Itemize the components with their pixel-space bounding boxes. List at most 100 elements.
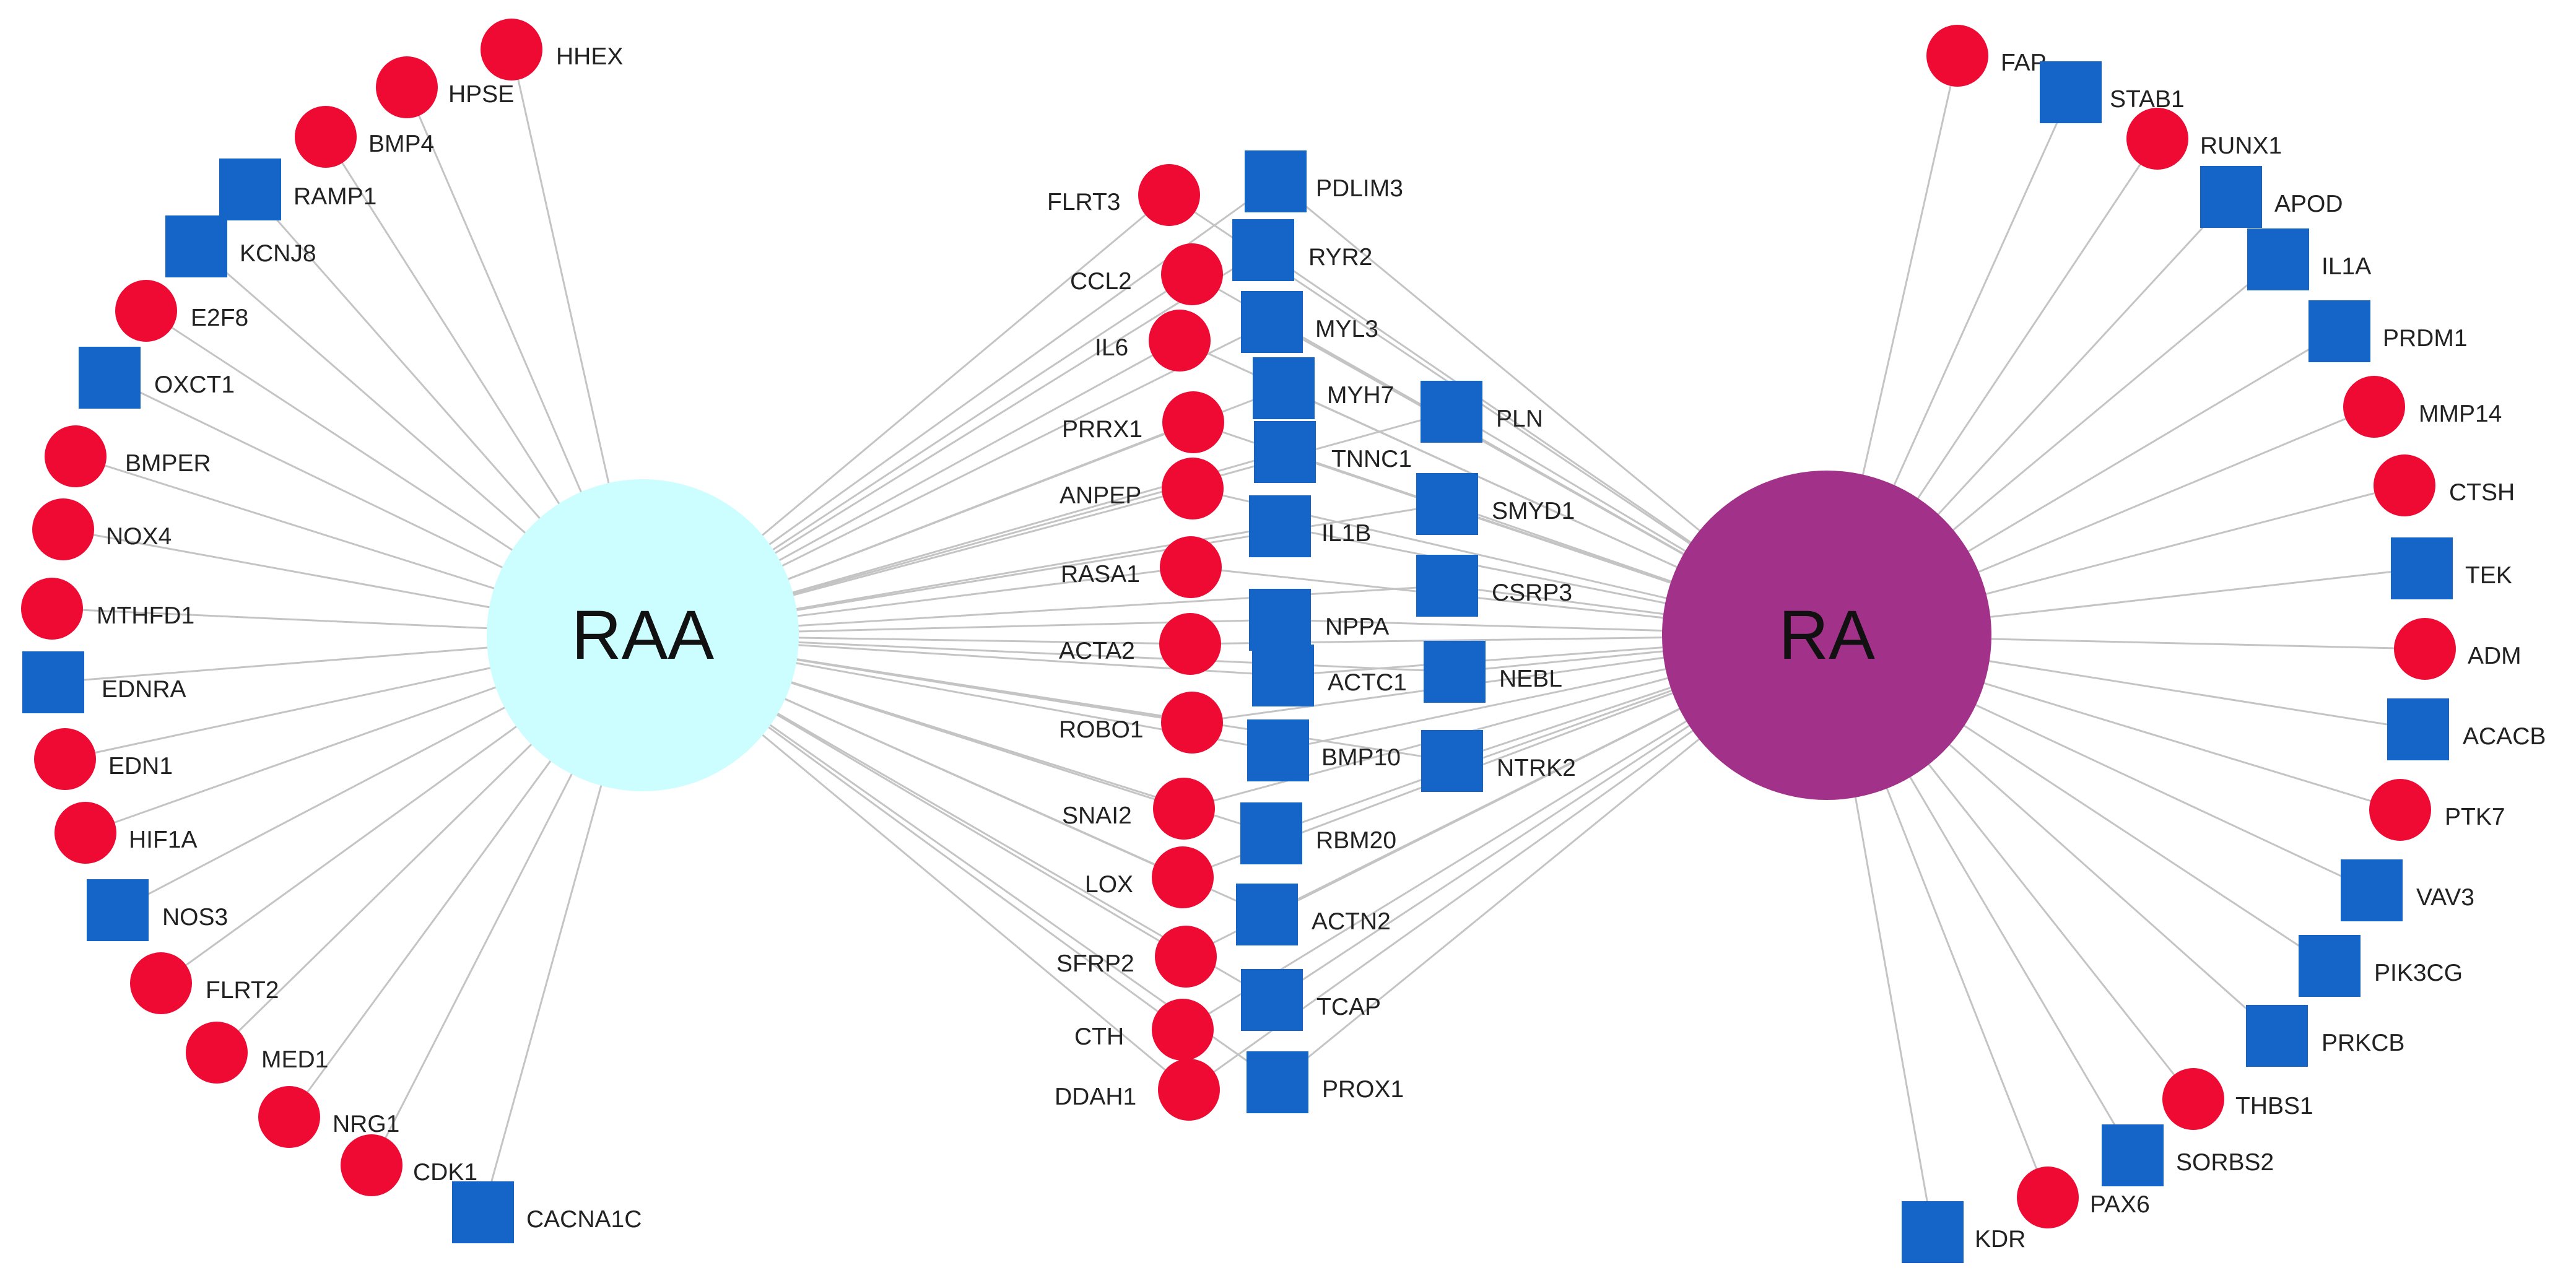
- gene-node-med1[interactable]: MED1: [186, 1022, 328, 1084]
- gene-node-cdk1[interactable]: CDK1: [341, 1134, 477, 1196]
- gene-label: BMPER: [125, 450, 211, 477]
- gene-node-cacna1c[interactable]: CACNA1C: [452, 1181, 642, 1243]
- gene-node-nebl[interactable]: NEBL: [1424, 641, 1562, 703]
- gene-node-pln[interactable]: PLN: [1421, 381, 1543, 443]
- gene-square: [1249, 495, 1311, 557]
- gene-node-actc1[interactable]: ACTC1: [1252, 645, 1407, 706]
- gene-node-bmper[interactable]: BMPER: [45, 425, 211, 487]
- gene-node-kdr[interactable]: KDR: [1902, 1201, 2026, 1263]
- gene-label: ROBO1: [1059, 716, 1144, 743]
- gene-node-acacb[interactable]: ACACB: [2387, 698, 2546, 760]
- gene-square: [2391, 537, 2453, 599]
- gene-node-csrp3[interactable]: CSRP3: [1416, 555, 1572, 617]
- gene-node-tnnc1[interactable]: TNNC1: [1254, 421, 1412, 483]
- gene-node-nox4[interactable]: NOX4: [32, 498, 172, 560]
- gene-node-pax6[interactable]: PAX6: [2017, 1167, 2150, 1228]
- gene-node-apod[interactable]: APOD: [2200, 166, 2343, 228]
- gene-node-prrx1[interactable]: PRRX1: [1062, 391, 1224, 453]
- gene-node-nos3[interactable]: NOS3: [87, 879, 228, 941]
- gene-node-hif1a[interactable]: HIF1A: [54, 802, 198, 864]
- gene-node-oxct1[interactable]: OXCT1: [79, 347, 235, 409]
- gene-square: [2200, 166, 2262, 228]
- gene-node-adm[interactable]: ADM: [2394, 618, 2522, 680]
- gene-node-hhex[interactable]: HHEX: [481, 19, 623, 80]
- gene-node-snai2[interactable]: SNAI2: [1062, 778, 1215, 840]
- gene-node-il1a[interactable]: IL1A: [2247, 228, 2371, 290]
- gene-label: CACNA1C: [526, 1206, 642, 1233]
- gene-node-mmp14[interactable]: MMP14: [2343, 376, 2502, 438]
- gene-node-ddah1[interactable]: DDAH1: [1055, 1059, 1220, 1121]
- gene-node-il6[interactable]: IL6: [1095, 310, 1211, 371]
- gene-node-kcnj8[interactable]: KCNJ8: [165, 215, 316, 277]
- hub-ra[interactable]: RA: [1662, 471, 1991, 800]
- gene-label: CDK1: [413, 1159, 477, 1186]
- gene-circle: [2369, 779, 2431, 841]
- gene-node-ryr2[interactable]: RYR2: [1232, 219, 1372, 281]
- gene-node-ctsh[interactable]: CTSH: [2374, 454, 2515, 516]
- gene-node-actn2[interactable]: ACTN2: [1236, 884, 1391, 945]
- hub-raa[interactable]: RAA: [487, 479, 799, 791]
- gene-square: [22, 651, 84, 713]
- gene-node-hpse[interactable]: HPSE: [376, 56, 514, 118]
- gene-node-fap[interactable]: FAP: [1926, 25, 2047, 87]
- gene-node-ednra[interactable]: EDNRA: [22, 651, 186, 713]
- gene-node-bmp4[interactable]: BMP4: [295, 106, 434, 168]
- gene-node-myh7[interactable]: MYH7: [1253, 357, 1394, 419]
- gene-node-ntrk2[interactable]: NTRK2: [1421, 730, 1576, 792]
- gene-node-bmp10[interactable]: BMP10: [1247, 719, 1401, 781]
- gene-circle: [1162, 458, 1224, 519]
- gene-label: MYH7: [1327, 382, 1394, 409]
- gene-label: CCL2: [1070, 268, 1132, 295]
- gene-node-il1b[interactable]: IL1B: [1249, 495, 1371, 557]
- gene-node-ramp1[interactable]: RAMP1: [219, 159, 376, 220]
- gene-node-acta2[interactable]: ACTA2: [1059, 613, 1221, 675]
- gene-label: NTRK2: [1497, 755, 1576, 781]
- gene-node-myl3[interactable]: MYL3: [1241, 291, 1378, 353]
- gene-node-tcap[interactable]: TCAP: [1241, 969, 1381, 1031]
- gene-node-tek[interactable]: TEK: [2391, 537, 2512, 599]
- gene-label: HIF1A: [129, 827, 198, 853]
- gene-label: OXCT1: [154, 371, 235, 398]
- gene-node-flrt2[interactable]: FLRT2: [130, 952, 279, 1014]
- gene-node-smyd1[interactable]: SMYD1: [1416, 473, 1575, 535]
- gene-circle: [1161, 243, 1223, 305]
- hub-label: RA: [1778, 596, 1875, 674]
- gene-label: FLRT3: [1047, 189, 1121, 215]
- gene-label: SNAI2: [1062, 802, 1132, 829]
- gene-node-runx1[interactable]: RUNX1: [2126, 108, 2282, 170]
- gene-label: DDAH1: [1055, 1084, 1136, 1110]
- gene-node-robo1[interactable]: ROBO1: [1059, 692, 1223, 754]
- gene-node-cth[interactable]: CTH: [1074, 999, 1214, 1061]
- gene-label: RUNX1: [2200, 133, 2282, 159]
- gene-node-ptk7[interactable]: PTK7: [2369, 779, 2505, 841]
- gene-node-rbm20[interactable]: RBM20: [1240, 802, 1396, 864]
- gene-label: NEBL: [1499, 666, 1562, 692]
- gene-label: CTH: [1074, 1023, 1124, 1050]
- gene-node-flrt3[interactable]: FLRT3: [1047, 164, 1200, 226]
- gene-node-anpep[interactable]: ANPEP: [1060, 458, 1224, 519]
- gene-node-pik3cg[interactable]: PIK3CG: [2299, 935, 2463, 997]
- gene-node-sfrp2[interactable]: SFRP2: [1056, 926, 1217, 988]
- gene-node-edn1[interactable]: EDN1: [34, 728, 173, 790]
- gene-node-prdm1[interactable]: PRDM1: [2308, 300, 2468, 362]
- gene-node-pdlim3[interactable]: PDLIM3: [1245, 150, 1403, 212]
- gene-node-prox1[interactable]: PROX1: [1247, 1051, 1404, 1113]
- gene-circle: [186, 1022, 248, 1084]
- gene-label: TCAP: [1316, 994, 1381, 1020]
- gene-node-thbs1[interactable]: THBS1: [2162, 1068, 2313, 1130]
- gene-node-e2f8[interactable]: E2F8: [115, 280, 248, 342]
- gene-node-ccl2[interactable]: CCL2: [1070, 243, 1223, 305]
- gene-square: [1247, 1051, 1308, 1113]
- gene-node-stab1[interactable]: STAB1: [2040, 61, 2185, 123]
- gene-node-rasa1[interactable]: RASA1: [1061, 536, 1222, 598]
- gene-label: SORBS2: [2176, 1149, 2274, 1176]
- gene-square: [1254, 421, 1316, 483]
- gene-node-nrg1[interactable]: NRG1: [258, 1086, 399, 1148]
- gene-node-nppa[interactable]: NPPA: [1249, 589, 1389, 651]
- gene-node-sorbs2[interactable]: SORBS2: [2102, 1124, 2274, 1186]
- gene-node-mthfd1[interactable]: MTHFD1: [21, 578, 194, 640]
- gene-node-lox[interactable]: LOX: [1085, 846, 1214, 908]
- gene-node-prkcb[interactable]: PRKCB: [2246, 1005, 2404, 1067]
- gene-node-vav3[interactable]: VAV3: [2341, 859, 2474, 921]
